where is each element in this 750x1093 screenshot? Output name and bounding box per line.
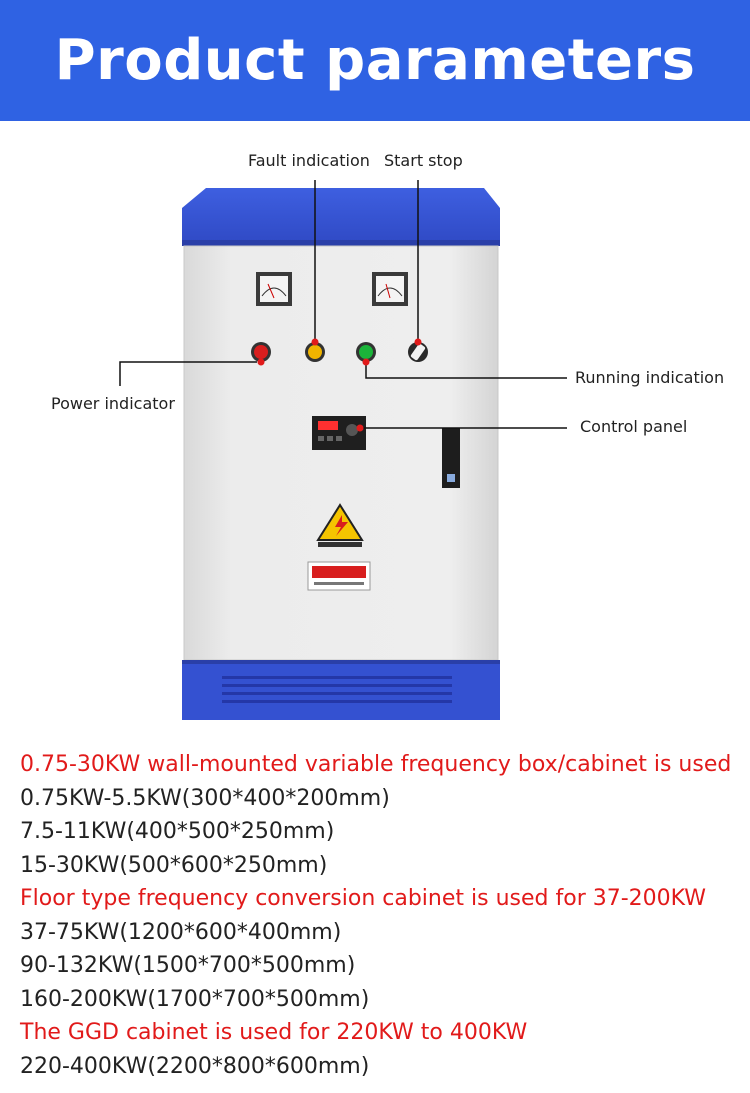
start-stop-switch bbox=[408, 342, 428, 362]
page-title: Product parameters bbox=[54, 28, 696, 93]
brand-plate bbox=[307, 561, 371, 591]
cabinet-base bbox=[182, 660, 500, 720]
fault-lamp bbox=[305, 342, 325, 362]
spec-item: 0.75KW-5.5KW(300*400*200mm) bbox=[20, 785, 390, 811]
control-panel-label: Control panel bbox=[580, 417, 688, 436]
spec-item: 15-30KW(500*600*250mm) bbox=[20, 852, 328, 878]
fault-indication-label: Fault indication bbox=[248, 151, 370, 170]
spec-heading-ggd: The GGD cabinet is used for 220KW to 400… bbox=[20, 1020, 528, 1045]
spec-item: 160-200KW(1700*700*500mm) bbox=[20, 986, 370, 1012]
base-vent-slots bbox=[222, 676, 452, 703]
door-handle bbox=[442, 428, 460, 488]
callout-dots bbox=[257, 338, 422, 432]
spec-item: 7.5-11KW(400*500*250mm) bbox=[20, 819, 335, 844]
callout-lines bbox=[119, 180, 567, 429]
cabinet-illustration bbox=[119, 180, 567, 720]
running-indication-label: Running indication bbox=[575, 368, 725, 387]
spec-heading-wall-mounted: 0.75-30KW wall-mounted variable frequenc… bbox=[20, 752, 732, 777]
spec-heading-floor: Floor type frequency conversion cabinet … bbox=[20, 886, 707, 911]
spec-item: 90-132KW(1500*700*500mm) bbox=[20, 953, 356, 978]
header-banner: Product parameters bbox=[0, 0, 750, 121]
control-panel-keypad bbox=[312, 416, 366, 450]
power-indicator-label: Power indicator bbox=[51, 394, 175, 413]
spec-item: 37-75KW(1200*600*400mm) bbox=[20, 919, 342, 945]
cabinet-top bbox=[182, 188, 500, 246]
start-stop-label: Start stop bbox=[384, 151, 463, 170]
power-lamp bbox=[251, 342, 271, 362]
ammeter-left bbox=[256, 272, 292, 306]
spec-item: 220-400KW(2200*800*600mm) bbox=[20, 1053, 370, 1079]
running-lamp bbox=[356, 342, 376, 362]
spec-list: 0.75-30KW wall-mounted variable frequenc… bbox=[20, 748, 740, 1083]
voltmeter-right bbox=[372, 272, 408, 306]
warning-sign bbox=[316, 503, 364, 547]
